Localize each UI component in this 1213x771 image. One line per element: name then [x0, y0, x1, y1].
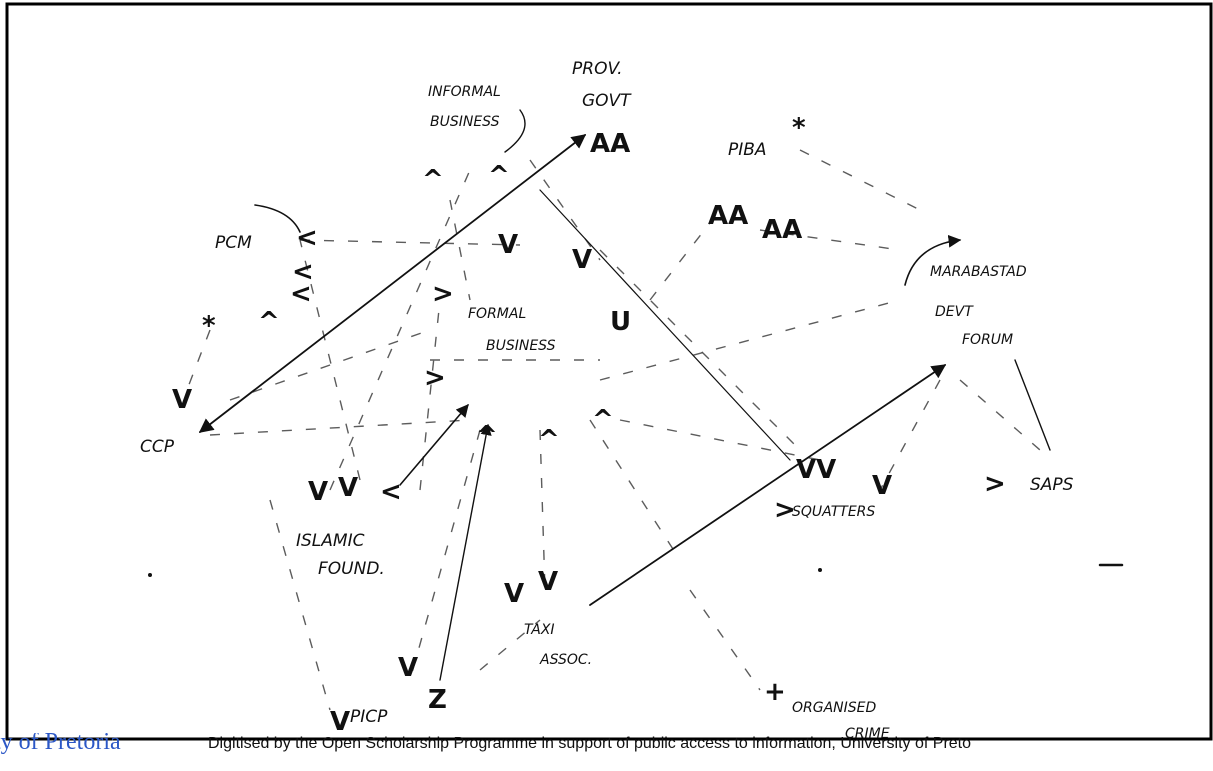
mark-check-islamic: V — [308, 477, 328, 507]
mark-check-formal-2: V — [572, 245, 592, 275]
node-prov-govt-line2: GOVT — [582, 91, 632, 111]
node-informal-business-line1: INFORMAL — [428, 84, 501, 100]
footer-institution: sity of Pretoria — [0, 733, 121, 755]
node-piba: PIBA — [728, 140, 767, 160]
mark-angle-left-pcm-3: < — [290, 279, 312, 309]
mark-arrow-up-formal-bottom-3: ^ — [592, 405, 614, 435]
mark-arrow-up-informal-2: ^ — [488, 161, 510, 191]
node-formal-business-line1: FORMAL — [468, 306, 526, 322]
node-marabastad-line1: MARABASTAD — [930, 264, 1027, 280]
mark-angle-right-formal: > — [432, 279, 454, 309]
mark-check-taxi: V — [504, 579, 524, 609]
mark-arrow-up-left: ^ — [258, 307, 280, 337]
mark-star-piba: * — [792, 113, 806, 143]
arrow-taxi-marabastad — [589, 364, 947, 606]
mark-double-up-mid: AA — [708, 201, 748, 231]
mark-check-formal: V — [498, 230, 518, 260]
node-islamic-found-line1: ISLAMIC — [296, 531, 365, 551]
mark-check-picp-left: V — [330, 707, 350, 737]
node-formal-business-line2: BUSINESS — [486, 338, 556, 354]
arrow-ccp-provgovt — [198, 134, 587, 433]
dot-right — [818, 568, 822, 572]
node-ccp: CCP — [140, 437, 175, 457]
mark-check-picp: V — [398, 653, 418, 683]
mark-angle-right-formal-2: > — [424, 363, 446, 393]
node-marabastad-line2: DEVT — [935, 304, 974, 320]
mark-angle-left-islamic: < — [380, 477, 402, 507]
node-organised-crime-line2: CRIME — [845, 726, 890, 742]
dot-left — [148, 573, 152, 577]
mark-star-left: * — [202, 311, 216, 341]
footer-notice: Digitised by the Open Scholarship Progra… — [208, 735, 972, 752]
arrow-islamic-formal — [399, 404, 469, 486]
mark-check-ccp: V — [172, 385, 192, 415]
node-islamic-found-line2: FOUND. — [318, 559, 385, 579]
mark-angle-right-saps: > — [984, 469, 1006, 499]
mark-angle-right-squatters: > — [774, 495, 796, 525]
mark-angle-left-pcm: < — [296, 223, 318, 253]
node-picp: PICP — [350, 707, 388, 727]
node-taxi-assoc-line1: TAXI — [524, 622, 555, 638]
node-marabastad-line3: FORUM — [962, 332, 1013, 348]
curl-informal — [504, 109, 526, 153]
digitisation-footer: sity of Pretoria Digitised by the Open S… — [0, 733, 1213, 761]
arrow-picp-formal — [439, 423, 492, 681]
node-labels: PROV. GOVT INFORMAL BUSINESS PIBA PCM MA… — [140, 59, 1074, 742]
mark-double-up-mid-2: AA — [762, 215, 802, 245]
node-squatters: SQUATTERS — [792, 504, 875, 520]
node-organised-crime-line1: ORGANISED — [792, 700, 877, 716]
solid-arrows — [198, 109, 1051, 681]
mark-arrow-up-informal: ^ — [422, 165, 444, 195]
node-pcm: PCM — [215, 233, 252, 253]
mark-arrow-up-formal-bottom: ^ — [476, 421, 498, 451]
mark-double-up: AA — [590, 129, 630, 159]
line-marabastad-saps — [1014, 359, 1051, 451]
page-border — [5, 2, 1213, 741]
mark-vv-squatters: VV — [796, 455, 836, 485]
relation-marks: AA ^ ^ < < < * ^ V V > > U AA AA V V V <… — [148, 113, 1124, 737]
node-taxi-assoc-line2: ASSOC. — [539, 652, 592, 668]
line-formal-squatters — [539, 189, 791, 461]
mark-angle-left-pcm-2: < — [292, 257, 314, 287]
curl-pcm — [254, 204, 301, 233]
node-prov-govt-line1: PROV. — [572, 59, 623, 79]
mark-check-islamic-2: V — [338, 473, 358, 503]
curl-marabastad — [904, 234, 962, 286]
node-saps: SAPS — [1030, 475, 1074, 495]
mark-arrow-up-formal-bottom-2: ^ — [538, 425, 560, 455]
mark-check-taxi-2: V — [538, 567, 558, 597]
mark-z-picp: Z — [428, 685, 447, 715]
node-informal-business-line2: BUSINESS — [430, 114, 500, 130]
mark-cross-crime: + — [764, 677, 786, 707]
mark-check-squatters: V — [872, 471, 892, 501]
mark-u-formal: U — [610, 307, 631, 337]
